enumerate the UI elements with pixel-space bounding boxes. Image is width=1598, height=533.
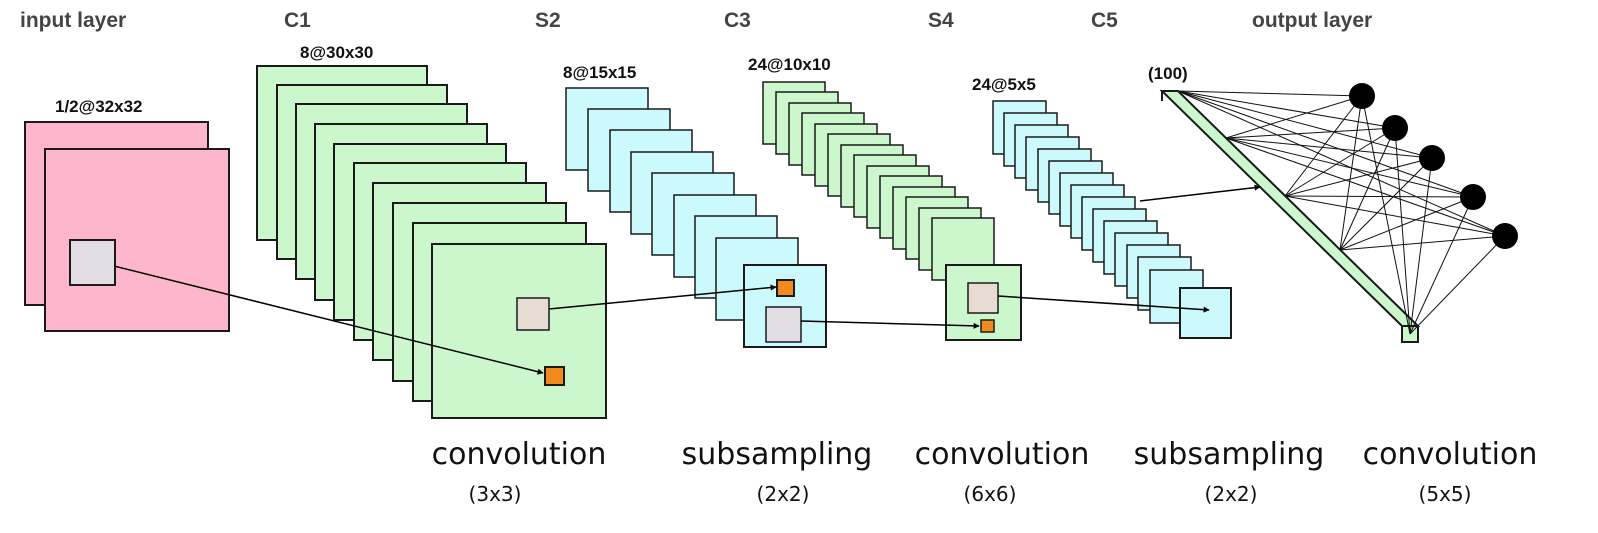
connection: [1284, 195, 1474, 198]
connection: [1225, 127, 1396, 139]
dims-c1: 8@30x30: [300, 43, 373, 62]
layer-title-c1: C1: [284, 9, 311, 32]
arrow-input-to-c1: [113, 265, 544, 375]
connection: [1284, 195, 1506, 237]
dims-input: 1/2@32x32: [55, 97, 142, 116]
receptive-field-c3: [967, 282, 999, 314]
output-neuron-icon: [1349, 83, 1375, 109]
connection: [1284, 157, 1433, 197]
output-unit-c3: [980, 319, 995, 333]
connection: [1339, 95, 1363, 251]
c1-layer-maps: [256, 65, 607, 419]
connection: [1409, 196, 1474, 335]
layer-title-s2: S2: [535, 9, 561, 32]
connection: [1409, 235, 1506, 335]
connection: [1284, 95, 1363, 197]
op-kernel-3: (6x6): [964, 482, 1017, 506]
connection: [1225, 137, 1474, 198]
op-kernel-1: (3x3): [469, 482, 522, 506]
connection: [1225, 137, 1506, 237]
connection: [1339, 127, 1396, 251]
connection: [1225, 137, 1433, 159]
output-neuron-icon: [1382, 115, 1408, 141]
output-layer: [1177, 83, 1518, 335]
connection: [1361, 95, 1411, 335]
connection: [1225, 95, 1363, 139]
layer-title-c5: C5: [1091, 9, 1118, 32]
op-name-4: subsampling: [1134, 437, 1325, 472]
connection: [1409, 157, 1433, 335]
input-layer-maps: [24, 121, 230, 332]
output-neuron-icon: [1492, 223, 1518, 249]
op-name-1: convolution: [432, 437, 607, 472]
op-kernel-2: (2x2): [757, 482, 810, 506]
output-neuron-icon: [1460, 184, 1486, 210]
dims-s2: 8@15x15: [563, 63, 636, 82]
layer-title-output: output layer: [1252, 9, 1372, 32]
op-kernel-5: (5x5): [1419, 482, 1472, 506]
dims-s4: 24@5x5: [972, 75, 1036, 94]
op-kernel-4: (2x2): [1205, 482, 1258, 506]
layer-title-input: input layer: [20, 9, 126, 32]
op-name-5: convolution: [1363, 437, 1538, 472]
op-name-2: subsampling: [682, 437, 873, 472]
output-connections: [1177, 90, 1506, 335]
layer-titles: input layer C1 S2 C3 S4 C5 output layer: [20, 9, 1372, 32]
output-unit-c1: [544, 366, 565, 386]
arrow-s2-to-c3: [800, 320, 980, 329]
receptive-field-c1: [516, 297, 550, 331]
connection: [1177, 90, 1433, 159]
layer-title-c3: C3: [724, 9, 751, 32]
operation-labels: convolution (3x3) subsampling (2x2) conv…: [432, 437, 1538, 506]
receptive-field-s2: [765, 306, 802, 343]
arrow-c1-to-s2: [548, 284, 777, 310]
connection: [1284, 127, 1396, 197]
arrow-c3-to-s4: [997, 295, 1210, 313]
s4-layer-maps: [992, 100, 1232, 339]
feature-map: [1179, 287, 1232, 339]
connection: [1339, 157, 1433, 251]
layer-title-s4: S4: [928, 9, 954, 32]
dims-c3: 24@10x10: [748, 55, 831, 74]
receptive-field-input: [69, 239, 116, 286]
connection: [1339, 235, 1506, 251]
op-name-3: convolution: [915, 437, 1090, 472]
connection: [1177, 90, 1396, 129]
dimension-labels: 1/2@32x32 8@30x30 8@15x15 24@10x10 24@5x…: [55, 43, 1188, 116]
s2-layer-maps: [565, 87, 827, 348]
connection: [1339, 196, 1474, 251]
connection: [1177, 90, 1363, 97]
c3-layer-maps: [762, 81, 1022, 341]
output-unit-s2: [776, 279, 795, 297]
connection: [1394, 127, 1411, 335]
feature-map: [431, 243, 607, 419]
flow-arrows: [113, 184, 1261, 375]
output-neuron-icon: [1419, 145, 1445, 171]
connection: [1177, 90, 1506, 237]
dims-c5: (100): [1148, 64, 1188, 83]
arrow-s4-to-c5: [1139, 184, 1261, 202]
